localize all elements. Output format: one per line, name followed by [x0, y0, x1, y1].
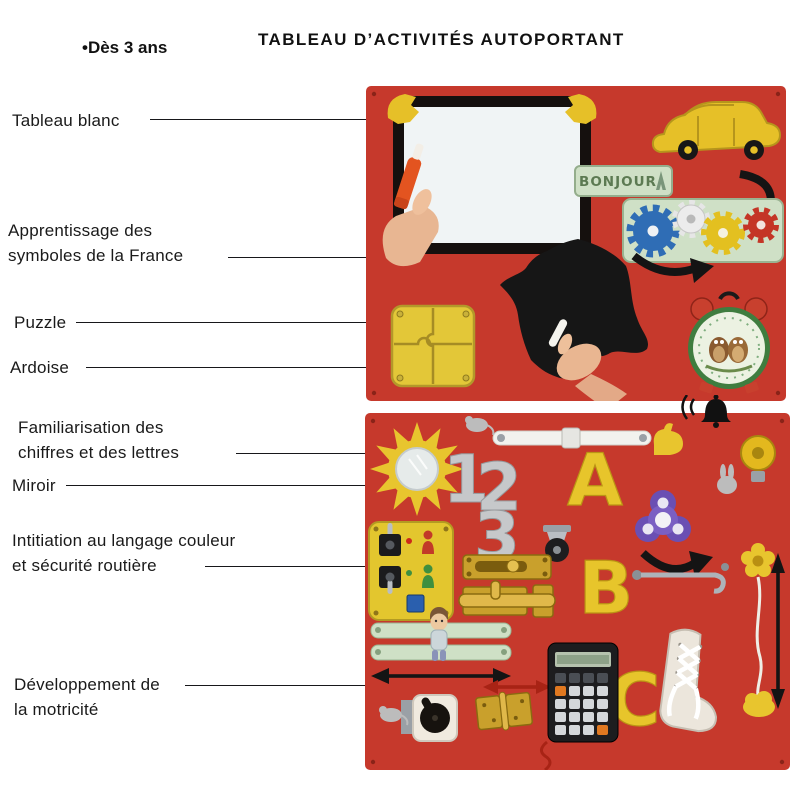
blue-rocker-switch	[406, 594, 425, 613]
yellow-knob	[740, 435, 776, 482]
vertical-double-arrow-icon	[771, 553, 785, 709]
alarm-clock-toy	[688, 291, 770, 394]
label-ardoise: Ardoise	[10, 355, 69, 380]
mouse-icon	[379, 706, 409, 726]
swoosh-arrow-icon	[640, 549, 713, 577]
toggle-switch	[379, 523, 401, 556]
activity-board-top: BONJOUR	[366, 86, 786, 401]
label-text: Développement de	[14, 675, 160, 694]
label-text: Apprentissage des	[8, 221, 153, 240]
elastic-cord	[755, 576, 763, 696]
red-double-arrow-icon	[483, 680, 551, 694]
slider-figure	[430, 607, 448, 661]
label-text: Miroir	[12, 476, 56, 495]
number-1: 1	[443, 441, 489, 518]
label-motricite: Développement de la motricité	[14, 672, 160, 722]
label-chiffres-lettres: Familiarisation des chiffres et des lett…	[18, 415, 179, 465]
bell-icon	[681, 395, 731, 428]
mouse-icon	[465, 416, 495, 436]
slide-latch	[462, 554, 552, 580]
label-puzzle: Puzzle	[14, 310, 66, 335]
label-tableau-blanc: Tableau blanc	[12, 108, 120, 133]
france-map-slate	[500, 239, 648, 379]
hand-with-chalk	[548, 319, 627, 401]
hook-latch	[632, 563, 729, 594]
label-text: et sécurité routière	[12, 556, 157, 575]
leader-line-securite	[205, 566, 370, 567]
rotation-arrow-icon	[631, 252, 714, 283]
label-text: Intitiation au langage couleur	[12, 531, 236, 550]
activity-board-bottom-art: 1 2 3 A B C	[365, 395, 790, 770]
barrel-bolt	[458, 580, 556, 618]
label-text: chiffres et des lettres	[18, 443, 180, 462]
shoe-laces	[674, 643, 702, 691]
rotary-light-switch	[401, 694, 458, 742]
lacing-shoe	[659, 628, 717, 733]
hinge	[475, 691, 533, 731]
bunny-icon	[717, 464, 737, 494]
fidget-spinner	[635, 490, 691, 542]
age-badge: •Dès 3 ans	[82, 38, 168, 57]
number-2: 2	[476, 449, 522, 526]
hand-with-marker	[382, 143, 439, 267]
board-screws	[371, 91, 781, 396]
label-symboles-france: Apprentissage des symboles de la France	[8, 218, 183, 268]
leader-line-ardoise	[86, 367, 556, 368]
red-indicator-light	[406, 538, 412, 544]
leader-line-puzzle	[76, 322, 396, 323]
sun-mirror	[370, 422, 464, 516]
cloud-icon	[743, 691, 775, 717]
horizontal-double-arrow-icon	[371, 668, 511, 684]
label-miroir: Miroir	[12, 473, 56, 498]
slider-track	[370, 607, 512, 661]
caster-wheel	[543, 525, 571, 562]
leader-line-tableau-blanc	[150, 119, 415, 120]
leader-line-chiffres-lettres	[236, 453, 490, 454]
label-text: Tableau blanc	[12, 111, 120, 130]
letter-a: A	[567, 438, 623, 522]
switch-panel	[368, 521, 454, 621]
rooster-icon	[653, 423, 683, 455]
letter-b: B	[579, 546, 634, 630]
leader-line-miroir	[66, 485, 412, 486]
label-securite-routiere: Intitiation au langage couleur et sécuri…	[12, 528, 235, 578]
gear-blue-icon	[626, 204, 680, 258]
bonjour-plaque: BONJOUR	[574, 165, 673, 197]
car-toy	[651, 101, 782, 160]
label-text: Puzzle	[14, 313, 67, 332]
puzzle-toy	[390, 304, 476, 388]
page-title: TABLEAU D’ACTIVITÉS AUTOPORTANT	[258, 30, 625, 49]
sound-waves-icon	[681, 395, 696, 420]
board-screws	[370, 418, 785, 765]
leader-line-motricite	[185, 685, 437, 686]
toggle-switch	[379, 566, 401, 594]
calculator	[547, 642, 619, 743]
gear-red-icon	[743, 207, 779, 243]
strap-toy	[492, 427, 652, 449]
red-cord	[540, 740, 552, 770]
pedestrian-icon-green	[422, 564, 434, 588]
label-text: Familiarisation des	[18, 418, 164, 437]
flower-icon	[741, 543, 775, 577]
activity-board-top-art: BONJOUR	[366, 86, 786, 401]
green-indicator-light	[406, 570, 412, 576]
label-text: symboles de la France	[8, 246, 184, 265]
gear-yellow-icon	[701, 211, 745, 255]
activity-board-bottom: 1 2 3 A B C	[365, 395, 790, 770]
bonjour-text: BONJOUR	[579, 174, 657, 190]
label-text: Ardoise	[10, 358, 70, 377]
label-text: la motricité	[14, 700, 99, 719]
gear-panel	[622, 198, 784, 263]
pedestrian-icon-red	[422, 530, 434, 554]
eiffel-tower-icon	[656, 171, 666, 190]
